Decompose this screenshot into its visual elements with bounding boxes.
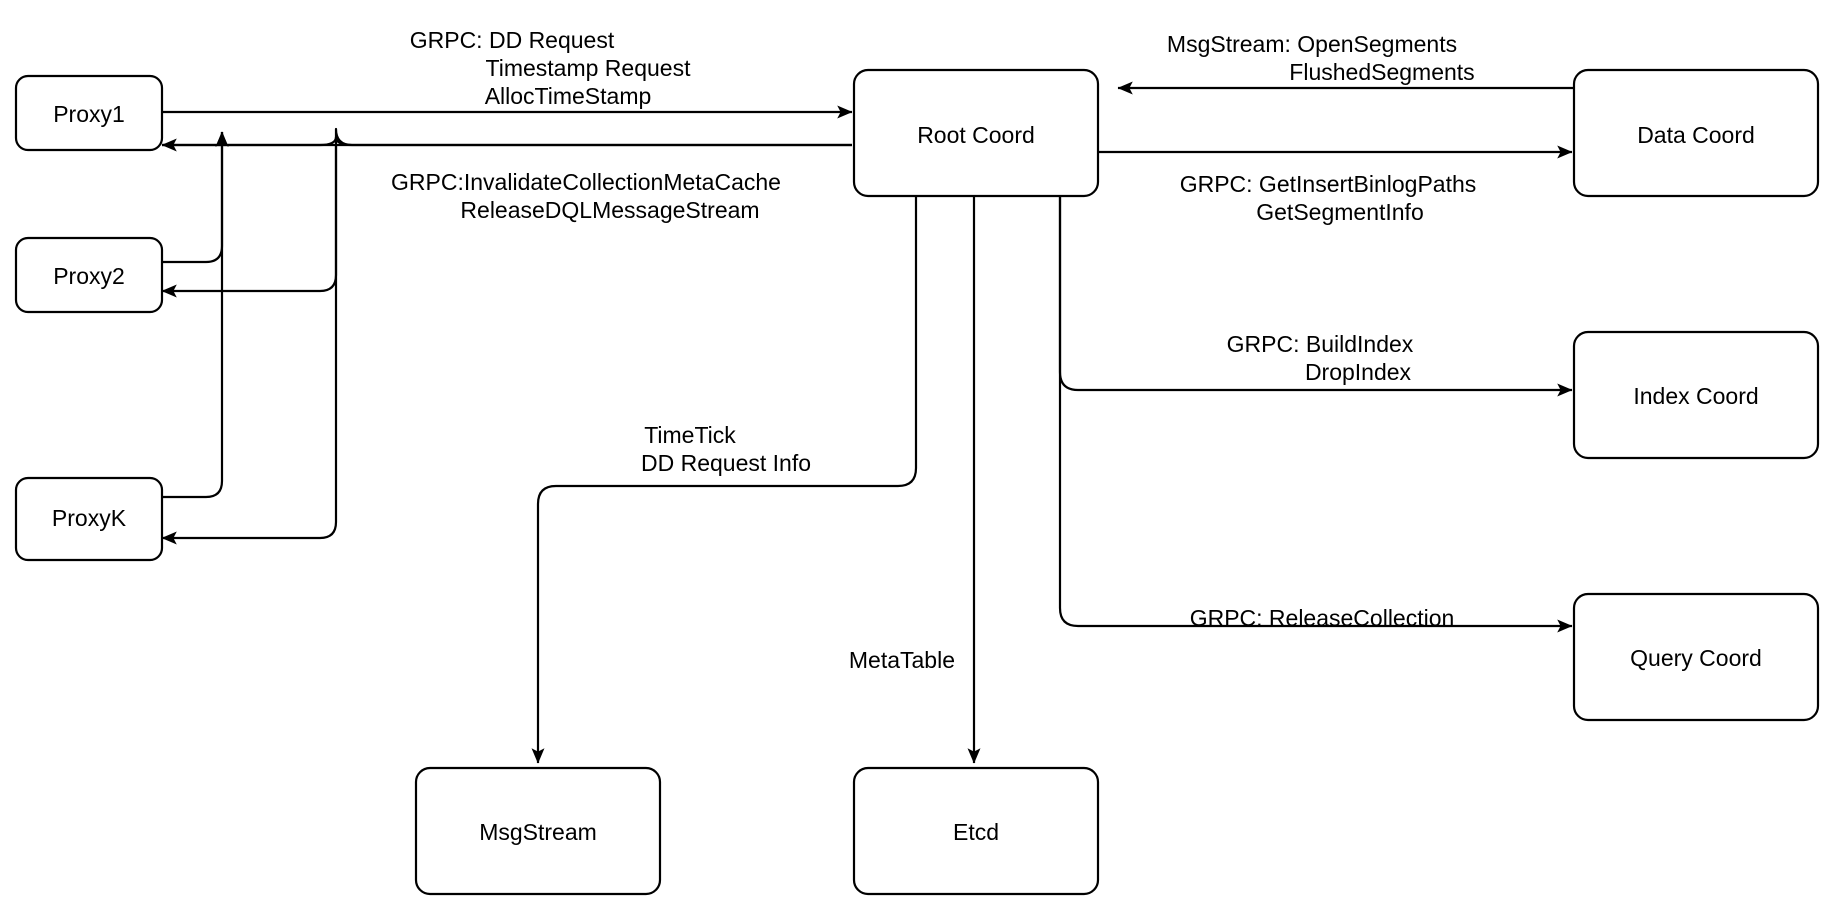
node-etcd-rect[interactable] (852, 766, 1100, 896)
node-query-coord[interactable]: Query Coord (1572, 592, 1820, 722)
edge-label-proxy-to-rootcoord-line2: Timestamp Request (486, 55, 692, 81)
node-data-coord-rect[interactable] (1572, 68, 1820, 198)
node-msgstream-label: MsgStream (479, 819, 597, 845)
edges-layer (160, 81, 1576, 764)
node-proxyk-rect[interactable] (14, 476, 164, 562)
node-proxy1[interactable]: Proxy1 (14, 74, 164, 152)
edge-label-rootcoord-to-msgstream: TimeTick DD Request Info (641, 422, 811, 476)
edge-label-rootcoord-to-datacoord: GRPC: GetInsertBinlogPaths GetSegmentInf… (1180, 171, 1477, 225)
edge-rootcoord-to-proxyk (161, 145, 338, 545)
nodes-layer: Proxy1 Proxy2 ProxyK Root Coord Data Coo… (14, 68, 1820, 896)
edge-label-rootcoord-to-indexcoord-line2: DropIndex (1305, 359, 1412, 385)
edge-proxy2-to-riser (160, 131, 229, 264)
edge-label-proxy-to-rootcoord: GRPC: DD Request Timestamp Request Alloc… (410, 27, 691, 109)
edge-proxyk-to-riser (160, 131, 229, 499)
edge-rootcoord-to-proxy1 (162, 127, 852, 145)
node-etcd-label: Etcd (953, 819, 999, 845)
edge-label-rootcoord-to-proxy: GRPC:InvalidateCollectionMetaCache Relea… (391, 169, 781, 223)
edge-rootcoord-to-msgstream (531, 196, 918, 764)
edge-label-proxy-to-rootcoord-line1: GRPC: DD Request (410, 27, 615, 53)
node-index-coord[interactable]: Index Coord (1572, 330, 1820, 460)
edge-label-rootcoord-to-proxy-line1: GRPC:InvalidateCollectionMetaCache (391, 169, 781, 195)
node-index-coord-label: Index Coord (1633, 383, 1758, 409)
edge-rootcoord-to-proxy1-route (162, 135, 852, 147)
edge-label-rootcoord-to-msgstream-line2: DD Request Info (641, 450, 811, 476)
edge-labels-layer: GRPC: DD Request Timestamp Request Alloc… (391, 27, 1476, 673)
node-etcd[interactable]: Etcd (852, 766, 1100, 896)
edge-label-datacoord-to-rootcoord-line1: MsgStream: OpenSegments (1167, 31, 1457, 57)
edge-label-datacoord-to-rootcoord-line2: FlushedSegments (1289, 59, 1474, 85)
node-proxyk-label: ProxyK (52, 505, 127, 531)
edge-label-proxy-to-rootcoord-line3: AllocTimeStamp (485, 83, 652, 109)
edge-label-rootcoord-to-proxy-line2: ReleaseDQLMessageStream (460, 197, 759, 223)
node-proxy2-label: Proxy2 (53, 263, 125, 289)
node-data-coord[interactable]: Data Coord (1572, 68, 1820, 198)
node-index-coord-rect[interactable] (1572, 330, 1820, 460)
edge-label-rootcoord-to-indexcoord-line1: GRPC: BuildIndex (1227, 331, 1414, 357)
node-query-coord-label: Query Coord (1630, 645, 1762, 671)
edge-label-rootcoord-to-msgstream-line1: TimeTick (644, 422, 736, 448)
edge-rootcoord-to-proxy2 (161, 145, 338, 298)
node-proxy1-label: Proxy1 (53, 101, 125, 127)
edge-label-rootcoord-to-etcd: MetaTable (849, 647, 955, 673)
edge-label-rootcoord-to-querycoord-line1: GRPC: ReleaseCollection (1190, 605, 1455, 631)
node-root-coord[interactable]: Root Coord (852, 68, 1100, 198)
node-root-coord-rect[interactable] (852, 68, 1100, 198)
edge-label-rootcoord-to-etcd-line1: MetaTable (849, 647, 955, 673)
edge-label-datacoord-to-rootcoord: MsgStream: OpenSegments FlushedSegments (1167, 31, 1475, 85)
node-proxy1-rect[interactable] (14, 74, 164, 152)
node-msgstream[interactable]: MsgStream (414, 766, 662, 896)
node-proxy2-rect[interactable] (14, 236, 164, 314)
edge-label-rootcoord-to-datacoord-line2: GetSegmentInfo (1256, 199, 1424, 225)
edge-label-rootcoord-to-indexcoord: GRPC: BuildIndex DropIndex (1227, 331, 1414, 385)
node-msgstream-rect[interactable] (414, 766, 662, 896)
edge-label-rootcoord-to-querycoord: GRPC: ReleaseCollection (1190, 605, 1455, 631)
node-proxy2[interactable]: Proxy2 (14, 236, 164, 314)
edge-label-rootcoord-to-datacoord-line1: GRPC: GetInsertBinlogPaths (1180, 171, 1477, 197)
edge-rootcoord-to-querycoord (1058, 196, 1573, 633)
node-query-coord-rect[interactable] (1572, 592, 1820, 722)
node-data-coord-label: Data Coord (1637, 122, 1755, 148)
node-root-coord-label: Root Coord (917, 122, 1035, 148)
node-proxyk[interactable]: ProxyK (14, 476, 164, 562)
